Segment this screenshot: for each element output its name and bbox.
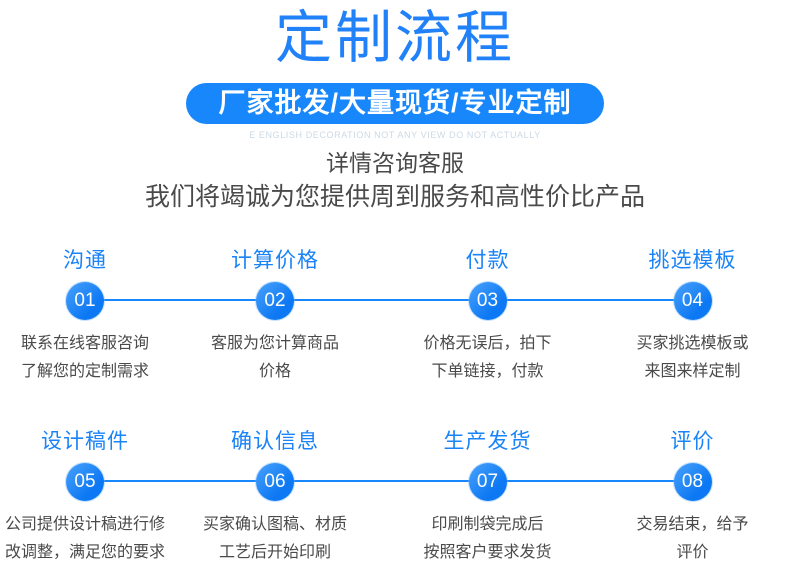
banner-text: 厂家批发/大量现货/专业定制	[218, 88, 572, 118]
subtitle-line2: 我们将竭诚为您提供周到服务和高性价比产品	[144, 183, 645, 211]
step-number-badge: 08	[673, 463, 712, 501]
step-03: 付款 03 价格无误后，拍下 下单链接，付款	[380, 247, 595, 386]
step-title: 付款	[465, 249, 510, 272]
step-06: 确认信息 06 买家确认图稿、材质 工艺后开始印刷	[170, 428, 380, 567]
step-05: 设计稿件 05 公司提供设计稿进行修 改调整，满足您的要求	[0, 428, 170, 567]
step-description: 客服为您计算商品 价格	[210, 335, 339, 380]
step-number-badge: 03	[468, 282, 507, 320]
step-description: 买家确认图稿、材质 工艺后开始印刷	[202, 516, 347, 561]
step-number: 04	[681, 290, 704, 311]
step-title: 挑选模板	[648, 249, 737, 272]
step-number-badge: 05	[66, 463, 104, 501]
step-description: 买家挑选模板或 来图来样定制	[636, 335, 749, 380]
step-number: 01	[74, 290, 96, 311]
banner-pill: 厂家批发/大量现货/专业定制	[186, 83, 604, 124]
header: 定制流程 厂家批发/大量现货/专业定制 E ENGLISH DECORATION…	[0, 0, 790, 213]
steps-row-1: 沟通 01 联系在线客服咨询 了解您的定制需求 计算价格 02 客服为您计算商品…	[0, 247, 790, 386]
step-number-badge: 02	[256, 282, 294, 320]
connector-line-row2	[85, 480, 693, 482]
step-description: 印刷制袋完成后 按照客户要求发货	[423, 516, 552, 561]
step-title: 生产发货	[443, 430, 532, 453]
step-title: 确认信息	[231, 430, 319, 453]
step-02: 计算价格 02 客服为您计算商品 价格	[170, 247, 380, 386]
connector-line-row1	[85, 299, 693, 301]
step-number: 07	[476, 471, 499, 492]
step-number-badge: 07	[468, 463, 507, 501]
step-number: 03	[476, 290, 499, 311]
step-07: 生产发货 07 印刷制袋完成后 按照客户要求发货	[380, 428, 595, 567]
step-description: 价格无误后，拍下 下单链接，付款	[423, 335, 552, 380]
step-08: 评价 08 交易结束，给予 评价	[595, 428, 790, 567]
step-title: 沟通	[63, 249, 107, 272]
step-01: 沟通 01 联系在线客服咨询 了解您的定制需求	[0, 247, 170, 386]
step-title: 计算价格	[231, 249, 319, 272]
step-description: 联系在线客服咨询 了解您的定制需求	[20, 335, 149, 380]
step-number-badge: 06	[256, 463, 294, 501]
step-04: 挑选模板 04 买家挑选模板或 来图来样定制	[595, 247, 790, 386]
step-description: 公司提供设计稿进行修 改调整，满足您的要求	[4, 516, 165, 561]
step-number: 05	[74, 471, 96, 492]
page-title: 定制流程	[275, 6, 515, 70]
watermark-text: E ENGLISH DECORATION NOT ANY VIEW DO NOT…	[249, 130, 541, 140]
step-title: 设计稿件	[41, 430, 129, 453]
step-number: 02	[264, 290, 286, 311]
step-title: 评价	[670, 430, 715, 453]
step-number-badge: 04	[673, 282, 712, 320]
step-number: 06	[264, 471, 286, 492]
steps-row-2: 设计稿件 05 公司提供设计稿进行修 改调整，满足您的要求 确认信息 06 买家…	[0, 428, 790, 567]
step-number-badge: 01	[66, 282, 104, 320]
step-number: 08	[681, 471, 704, 492]
step-description: 交易结束，给予 评价	[636, 516, 749, 561]
subtitle-line1: 详情咨询客服	[326, 150, 464, 176]
